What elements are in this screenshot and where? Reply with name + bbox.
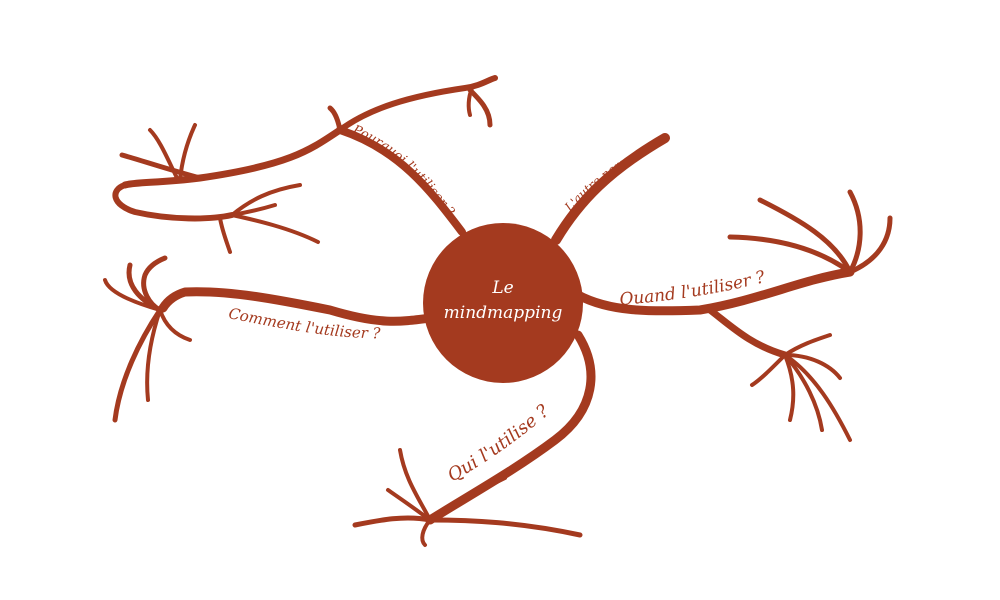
label-comment: Comment l'utiliser ? — [227, 304, 381, 342]
center-label-line1: Le — [491, 278, 513, 298]
branch-quand — [573, 189, 893, 442]
center-node: Le mindmapping — [423, 223, 583, 383]
center-label-line2: mindmapping — [444, 303, 563, 323]
label-comment-text: Comment l'utiliser ? — [227, 304, 381, 342]
branch-qui — [352, 330, 596, 547]
branch-autre-nom — [551, 133, 670, 245]
branch-comment — [103, 255, 435, 423]
label-autre-nom: L'autre nom — [561, 155, 628, 214]
label-autre-nom-text: L'autre nom — [561, 155, 628, 214]
branch-pourquoi — [112, 75, 498, 254]
